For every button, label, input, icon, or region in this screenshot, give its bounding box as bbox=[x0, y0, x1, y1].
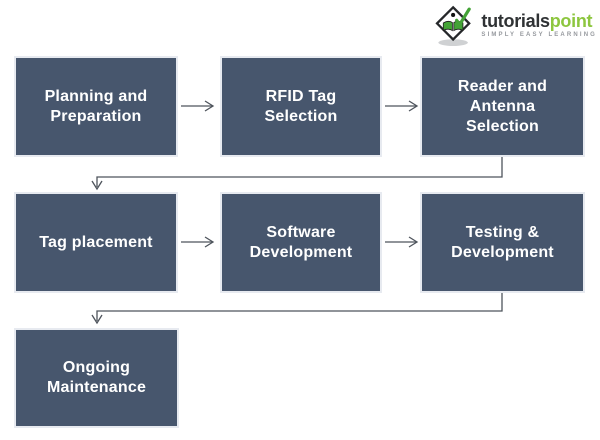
arrow-software-to-testing bbox=[385, 236, 419, 248]
brand-primary: tutorials bbox=[481, 11, 550, 31]
node-label: RFID Tag Selection bbox=[264, 87, 338, 125]
node-rfid-tag-selection: RFID Tag Selection bbox=[220, 56, 382, 157]
node-tag-placement: Tag placement bbox=[14, 192, 178, 293]
brand-name: tutorialspoint bbox=[481, 12, 597, 30]
node-label: Tag placement bbox=[39, 233, 153, 251]
arrow-tagplacement-to-software bbox=[181, 236, 215, 248]
node-testing-and-development: Testing & Development bbox=[420, 192, 585, 293]
arrow-testing-to-maintenance bbox=[91, 293, 503, 325]
brand-accent: point bbox=[549, 11, 593, 31]
node-reader-and-antenna-selection: Reader and Antenna Selection bbox=[420, 56, 585, 157]
node-planning-and-preparation: Planning and Preparation bbox=[14, 56, 178, 157]
node-label: Ongoing Maintenance bbox=[46, 359, 147, 396]
node-label: Software Development bbox=[249, 223, 353, 261]
node-label: Reader and Antenna Selection bbox=[457, 77, 548, 135]
arrow-planning-to-rfid bbox=[181, 100, 215, 112]
brand-tagline: SIMPLY EASY LEARNING bbox=[481, 32, 597, 38]
node-label: Planning and Preparation bbox=[44, 87, 148, 125]
tutorialspoint-logo: tutorialspoint SIMPLY EASY LEARNING bbox=[429, 2, 597, 52]
arrow-rfid-to-reader bbox=[385, 100, 419, 112]
logo-text: tutorialspoint SIMPLY EASY LEARNING bbox=[481, 12, 597, 38]
tutorialspoint-diamond-icon bbox=[435, 5, 472, 47]
node-software-development: Software Development bbox=[220, 192, 382, 293]
node-ongoing-maintenance: Ongoing Maintenance bbox=[14, 328, 179, 428]
node-label: Testing & Development bbox=[451, 223, 554, 261]
arrow-reader-to-tagplacement bbox=[91, 157, 503, 191]
